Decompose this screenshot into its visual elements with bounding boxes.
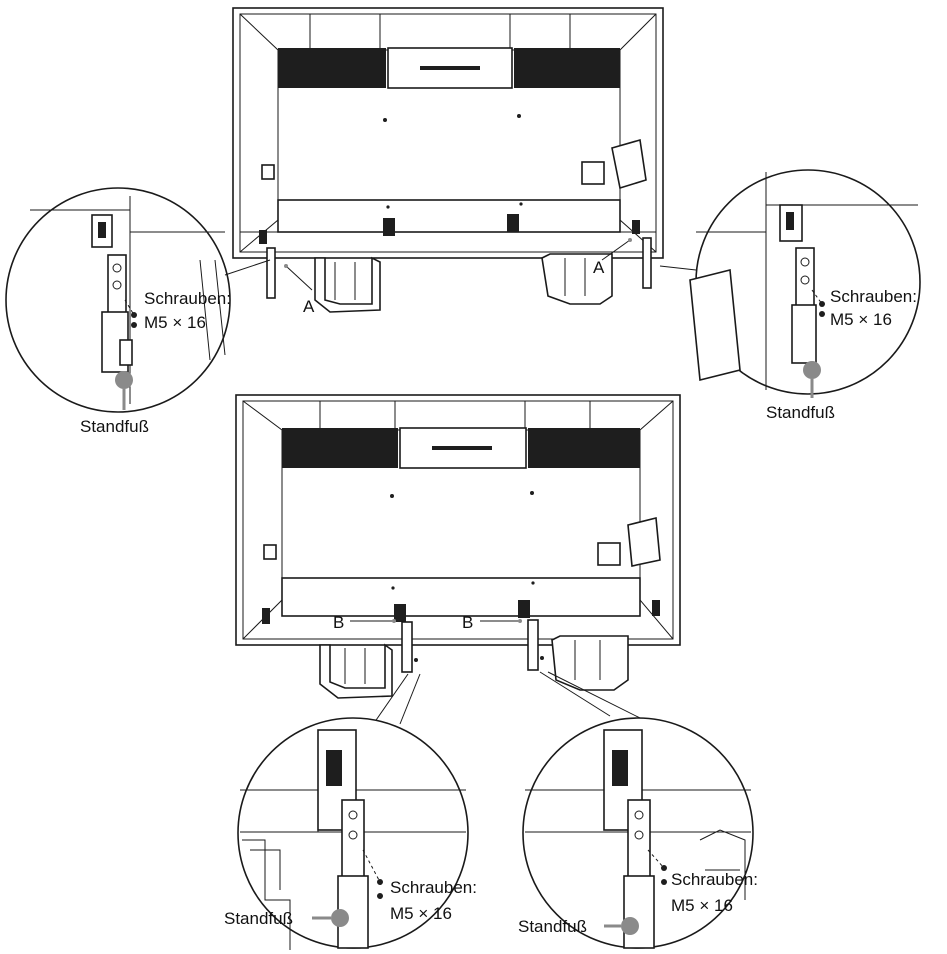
leader-right (539, 671, 611, 717)
stand-label-right-top: Standfuß (766, 403, 835, 422)
detail-circle-left-top (5, 187, 271, 413)
point-b-left: B (333, 613, 344, 632)
leader-right-2 (547, 671, 641, 719)
point-a-markers (284, 238, 632, 291)
detail-circle-left-bottom (237, 717, 469, 950)
screw-size-right-top: M5 × 16 (830, 310, 892, 329)
stand-label-left-bottom: Standfuß (224, 909, 293, 928)
leader-left (371, 673, 409, 727)
screws-label-left-top: Schrauben: (144, 289, 231, 308)
leader-left-2 (399, 673, 421, 725)
point-b-right: B (462, 613, 473, 632)
point-b-markers (350, 619, 522, 623)
screw-size-left-bottom: M5 × 16 (390, 904, 452, 923)
point-a-left: A (303, 297, 315, 316)
screws-label-right-bottom: Schrauben: (671, 870, 758, 889)
screws-label-right-top: Schrauben: (830, 287, 917, 306)
screw-size-right-bottom: M5 × 16 (671, 896, 733, 915)
detail-circle-right-top (659, 169, 921, 398)
screws-label-left-bottom: Schrauben: (390, 878, 477, 897)
tv-top (232, 7, 664, 313)
screw-size-left-top: M5 × 16 (144, 313, 206, 332)
stand-label-right-bottom: Standfuß (518, 917, 587, 936)
tv-bottom (235, 394, 681, 699)
point-a-right: A (593, 258, 605, 277)
detail-circle-right-bottom (522, 717, 754, 949)
stand-label-left-top: Standfuß (80, 417, 149, 436)
